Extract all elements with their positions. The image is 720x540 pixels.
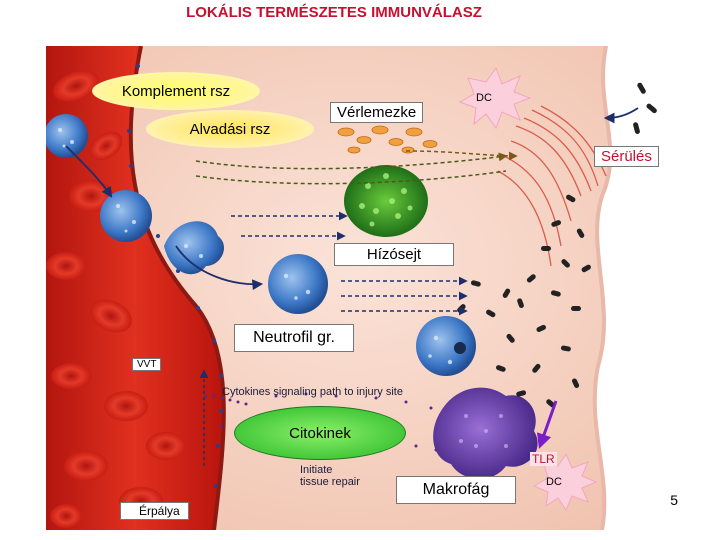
cytokine-path-label: Cytokines signaling path to injury site bbox=[222, 386, 403, 398]
dc-label-bottom: DC bbox=[546, 476, 562, 488]
dc-star-top bbox=[458, 66, 532, 130]
coagulation-system-label: Alvadási rsz bbox=[146, 110, 314, 148]
bacteria bbox=[457, 82, 657, 408]
macrophage bbox=[433, 387, 538, 479]
tlr-arrow bbox=[536, 400, 558, 449]
page-number: 5 bbox=[670, 492, 678, 508]
complement-system-label: Komplement rsz bbox=[92, 72, 260, 110]
dc-label-top: DC bbox=[476, 92, 492, 104]
blood-vessel bbox=[46, 46, 224, 530]
macrophage-label: Makrofág bbox=[396, 476, 516, 504]
immune-response-diagram bbox=[46, 46, 660, 530]
cytokines-label: Citokinek bbox=[234, 406, 406, 460]
complement-system-text: Komplement rsz bbox=[121, 82, 231, 100]
dc-star-bottom bbox=[532, 452, 598, 512]
tlr-label: TLR bbox=[530, 452, 557, 466]
cytokines-text: Citokinek bbox=[289, 424, 351, 442]
page-title: LOKÁLIS TERMÉSZETES IMMUNVÁLASZ bbox=[186, 4, 482, 21]
mast-cell-label: Hízósejt bbox=[334, 243, 454, 266]
coagulation-system-text: Alvadási rsz bbox=[189, 120, 271, 138]
platelets bbox=[337, 125, 438, 154]
scene-illustration bbox=[46, 46, 660, 530]
blood-vessel-label: Érpálya bbox=[120, 502, 189, 520]
rbc-label: VVT bbox=[132, 358, 162, 371]
injury-label: Sérülés bbox=[594, 146, 659, 167]
mast-cell bbox=[344, 165, 428, 237]
tissue-repair-label: Initiate tissue repair bbox=[300, 464, 360, 488]
red-blood-cells bbox=[46, 70, 186, 528]
platelet-label: Vérlemezke bbox=[330, 102, 424, 123]
neutrophil-label: Neutrofil gr. bbox=[234, 324, 354, 352]
neutrophils bbox=[46, 114, 476, 376]
